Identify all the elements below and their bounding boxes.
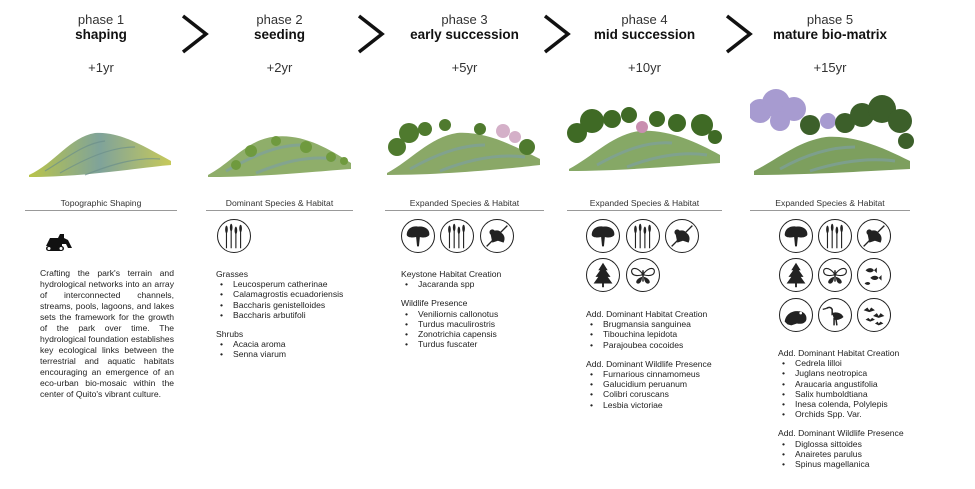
phase-name: mid succession [593, 27, 696, 42]
section-title: Expanded Species & Habitat [775, 198, 885, 208]
phase-number: phase 5 [806, 12, 854, 27]
list-item: Galucidium peruanum [586, 379, 731, 389]
butterfly-icon [818, 258, 852, 292]
phase-5-column: phase 5 mature bio-matrix +15yr Expanded… [750, 0, 914, 489]
section-divider [750, 210, 910, 211]
terrain-illustration [567, 107, 722, 171]
list-item: Jacaranda spp [401, 279, 541, 289]
list-item: Salix humboldtiana [778, 389, 923, 399]
list-item: Lesbia victoriae [586, 400, 731, 410]
group-heading: Grasses [216, 269, 248, 279]
list-item: Baccharis arbutifoli [216, 310, 356, 320]
tree-icon [586, 219, 620, 253]
terrain-illustration [750, 89, 914, 175]
phase-1-column: phase 1 shaping +1yr Topographic Shaping… [25, 0, 177, 489]
list-item: Brugmansia sanguinea [586, 319, 731, 329]
phase-3-column: phase 3 early succession +5yr Expanded S… [385, 0, 544, 489]
section-title: Dominant Species & Habitat [225, 198, 334, 208]
list-item: Zonotrichia capensis [401, 329, 541, 339]
group-heading: Add. Dominant Wildlife Presence [778, 428, 904, 439]
phase-number: phase 1 [77, 12, 125, 27]
fish-icon [857, 258, 891, 292]
pine-tree-icon [586, 258, 620, 292]
species-list: Keystone Habitat Creation Jacaranda spp … [401, 269, 541, 350]
bird-icon [480, 219, 514, 253]
list-item: Colibri coruscans [586, 389, 731, 399]
excavator-icon [42, 224, 76, 258]
frog-icon [779, 298, 813, 332]
grass-icon [440, 219, 474, 253]
list-item: Acacia aroma [216, 339, 356, 349]
list-item: Leucosperum catherinae [216, 279, 356, 289]
grass-icon [217, 219, 251, 253]
chevron-right-icon [543, 14, 571, 54]
terrain-illustration [387, 119, 540, 175]
phase-2-column: phase 2 seeding +2yr Dominant Species & … [206, 0, 353, 489]
terrain-illustration [208, 136, 351, 177]
group-heading: Keystone Habitat Creation [401, 269, 502, 279]
section-divider [385, 210, 544, 211]
phase-time: +2yr [266, 60, 293, 75]
phase-time: +10yr [628, 60, 661, 75]
section-title: Expanded Species & Habitat [409, 198, 520, 208]
group-heading: Add. Dominant Habitat Creation [586, 309, 708, 319]
heron-icon [818, 298, 852, 332]
phase-name: mature bio-matrix [772, 27, 888, 42]
list-item: Turdus fuscater [401, 339, 541, 349]
phase-time: +1yr [88, 60, 114, 75]
group-heading: Add. Dominant Wildlife Presence [586, 358, 712, 369]
grass-icon [626, 219, 660, 253]
list-item: Parajoubea cocoides [586, 340, 731, 350]
species-list: Add. Dominant Habitat Creation Cedrela l… [778, 348, 923, 469]
list-item: Cedrela lilloi [778, 358, 923, 368]
grass-icon [818, 219, 852, 253]
chevron-right-icon [181, 14, 209, 54]
phase-time: +5yr [451, 60, 478, 75]
list-item: Baccharis genistelloides [216, 300, 356, 310]
phase-name: shaping [75, 27, 127, 42]
list-item: Inesa colenda, Polylepis [778, 399, 923, 409]
list-item: Orchids Spp. Var. [778, 409, 923, 419]
section-title: Expanded Species & Habitat [589, 198, 700, 208]
phase-time: +15yr [813, 60, 847, 75]
group-heading: Wildlife Presence [401, 298, 468, 309]
butterfly-icon [626, 258, 660, 292]
list-item: Tibouchina lepidota [586, 329, 731, 339]
tree-icon [779, 219, 813, 253]
species-list: Grasses Leucosperum catherinae Calamagro… [216, 269, 356, 360]
list-item: Araucaria angustifolia [778, 379, 923, 389]
chevron-right-icon [725, 14, 753, 54]
phase-number: phase 4 [621, 12, 668, 27]
section-divider [567, 210, 722, 211]
pine-tree-icon [779, 258, 813, 292]
section-divider [25, 210, 177, 211]
list-item: Diglossa sittoides [778, 439, 923, 449]
phase-4-column: phase 4 mid succession +10yr Expanded Sp… [567, 0, 722, 489]
section-title: Topographic Shaping [60, 198, 142, 208]
list-item: Turdus maculirostris [401, 319, 541, 329]
section-divider [206, 210, 353, 211]
list-item: Spinus magellanica [778, 459, 923, 469]
group-heading: Shrubs [216, 329, 244, 340]
tree-icon [401, 219, 435, 253]
list-item: Anairetes parulus [778, 449, 923, 459]
phase-description: Crafting the park's terrain and hydrolog… [40, 268, 174, 399]
bird-icon [857, 219, 891, 253]
list-item: Furnarious cinnamomeus [586, 369, 731, 379]
chevron-right-icon [357, 14, 385, 54]
list-item: Senna viarum [216, 349, 356, 359]
group-heading: Add. Dominant Habitat Creation [778, 348, 900, 358]
phase-name: early succession [410, 27, 519, 42]
flock-icon [857, 298, 891, 332]
phase-number: phase 2 [256, 12, 303, 27]
terrain-illustration [29, 132, 171, 177]
species-list: Add. Dominant Habitat Creation Brugmansi… [586, 309, 731, 410]
phase-number: phase 3 [441, 12, 488, 27]
list-item: Juglans neotropica [778, 368, 923, 378]
list-item: Calamagrostis ecuadoriensis [216, 289, 356, 299]
bird-icon [665, 219, 699, 253]
list-item: Veniliornis callonotus [401, 309, 541, 319]
phase-name: seeding [253, 27, 305, 42]
